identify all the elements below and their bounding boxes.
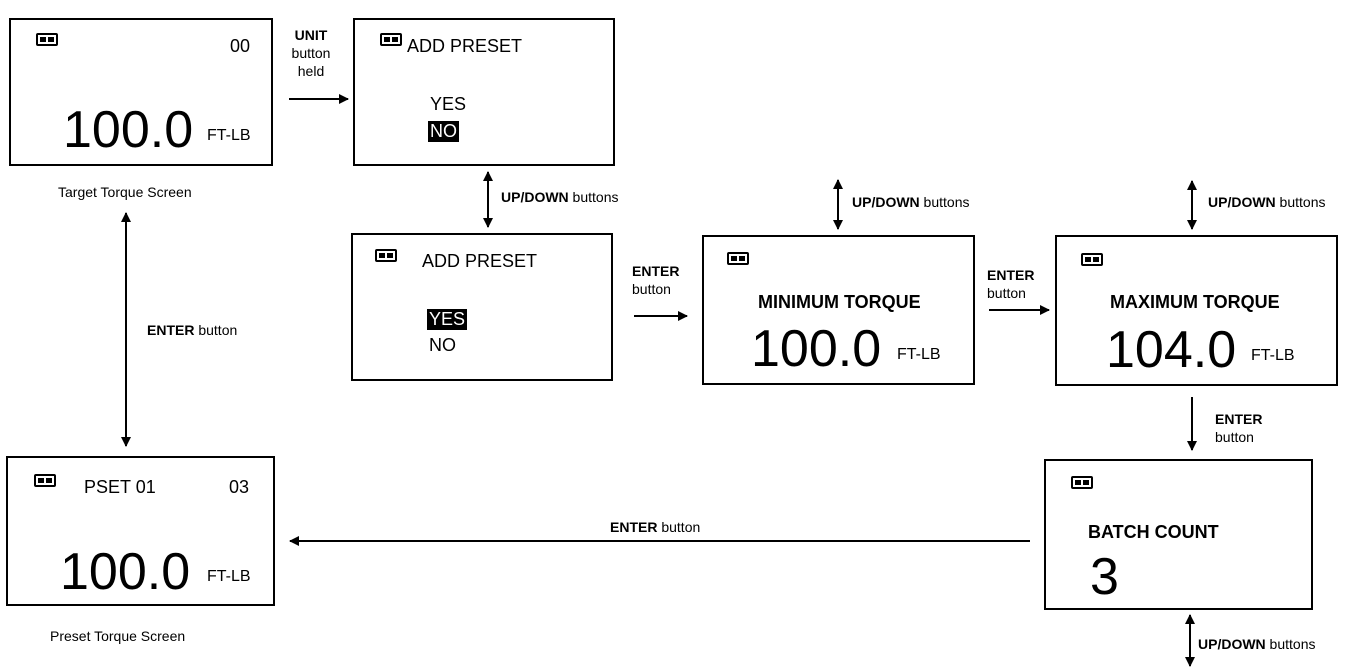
max-value: 104.0 bbox=[1106, 321, 1237, 379]
preset-caption: Preset Torque Screen bbox=[50, 628, 186, 644]
batch-value: 3 bbox=[1090, 548, 1119, 606]
max-title: MAXIMUM TORQUE bbox=[1110, 292, 1280, 312]
enter-label-3: ENTER button bbox=[1215, 411, 1263, 445]
battery-icon bbox=[1071, 476, 1093, 489]
add-preset-yes-screen: ADD PRESET YES NO bbox=[351, 233, 613, 381]
batch-count-screen: BATCH COUNT 3 bbox=[1044, 459, 1313, 610]
battery-icon bbox=[36, 33, 58, 46]
option-no: NO bbox=[429, 335, 456, 355]
battery-icon bbox=[380, 33, 402, 46]
preset-value: 100.0 bbox=[60, 543, 191, 601]
battery-icon bbox=[1081, 253, 1103, 266]
battery-icon bbox=[34, 474, 56, 487]
option-yes-selected: YES bbox=[427, 309, 468, 330]
battery-icon bbox=[727, 252, 749, 265]
preset-name: PSET 01 bbox=[84, 477, 156, 497]
max-unit: FT-LB bbox=[1251, 347, 1295, 364]
add-preset-title: ADD PRESET bbox=[407, 36, 523, 56]
updown-label-2: UP/DOWN buttons bbox=[852, 194, 970, 210]
min-value: 100.0 bbox=[751, 320, 882, 378]
enter-label-left: ENTER button bbox=[610, 519, 701, 535]
preset-torque-screen: PSET 01 03 100.0 FT-LB bbox=[6, 456, 275, 606]
target-caption: Target Torque Screen bbox=[58, 184, 192, 200]
target-count: 00 bbox=[230, 36, 251, 56]
unit-held-label: UNIT button held bbox=[291, 27, 331, 79]
enter-label-1: ENTER button bbox=[632, 263, 680, 297]
add-preset-title: ADD PRESET bbox=[422, 251, 538, 271]
option-no-selected: NO bbox=[428, 121, 459, 142]
updown-label-3: UP/DOWN buttons bbox=[1208, 194, 1326, 210]
enter-label-2: ENTER button bbox=[987, 267, 1035, 301]
target-torque-screen: 00 100.0 FT-LB bbox=[9, 18, 273, 166]
min-title: MINIMUM TORQUE bbox=[758, 292, 921, 312]
updown-label-4: UP/DOWN buttons bbox=[1198, 636, 1316, 652]
preset-unit: FT-LB bbox=[207, 568, 251, 585]
target-value: 100.0 bbox=[63, 101, 194, 159]
add-preset-no-screen: ADD PRESET YES NO bbox=[353, 18, 615, 166]
battery-icon bbox=[375, 249, 397, 262]
maximum-torque-screen: MAXIMUM TORQUE 104.0 FT-LB bbox=[1055, 235, 1338, 386]
enter-label-vertical: ENTER button bbox=[147, 322, 238, 338]
target-unit: FT-LB bbox=[207, 127, 251, 144]
minimum-torque-screen: MINIMUM TORQUE 100.0 FT-LB bbox=[702, 235, 975, 385]
preset-count: 03 bbox=[229, 477, 250, 497]
updown-label-1: UP/DOWN buttons bbox=[501, 189, 619, 205]
min-unit: FT-LB bbox=[897, 346, 941, 363]
option-yes: YES bbox=[430, 94, 467, 114]
batch-title: BATCH COUNT bbox=[1088, 522, 1219, 542]
